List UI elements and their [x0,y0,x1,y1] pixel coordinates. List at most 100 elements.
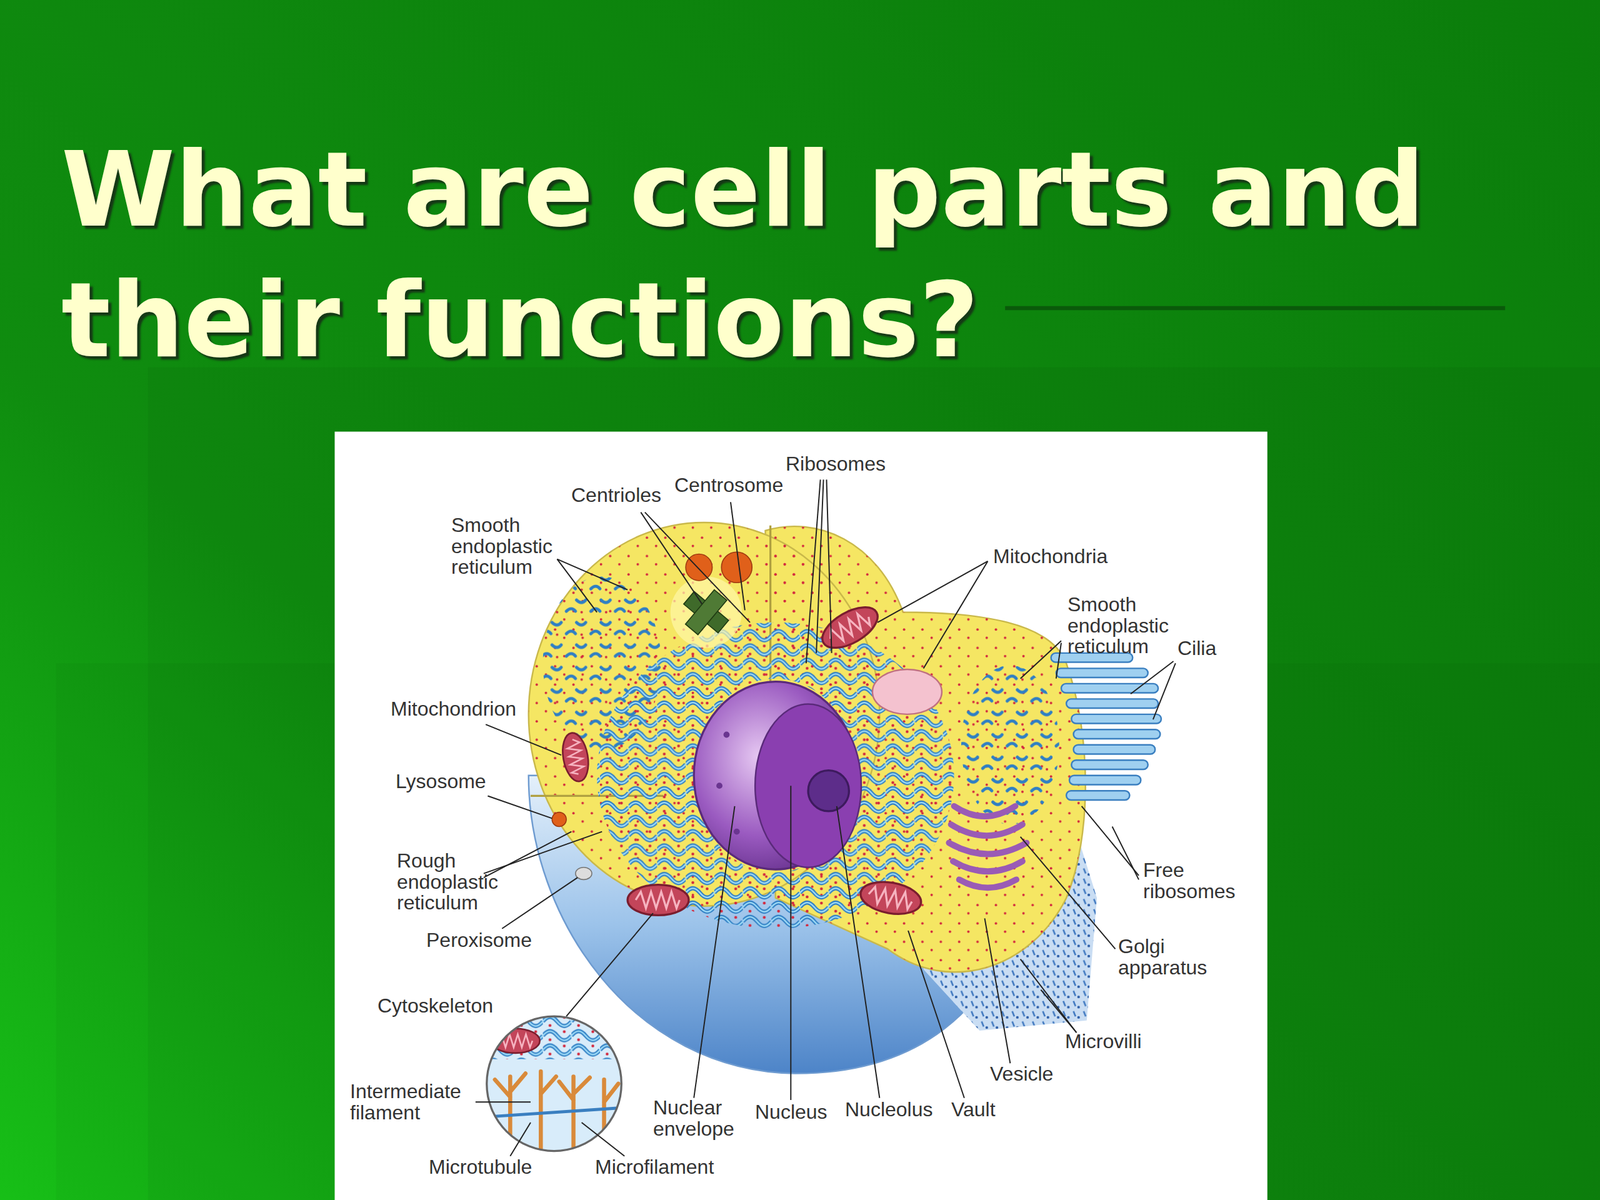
part-label: Microvilli [1065,1031,1142,1053]
part-label: Rough endoplastic reticulum [396,850,499,914]
illustration-part [948,843,1027,855]
illustration-part [1112,826,1139,880]
illustration-part [510,1122,531,1157]
illustration-part [556,559,597,613]
illustration-part [953,861,1023,872]
cell-drawing [528,522,1162,1074]
part-label: Nucleus [755,1101,828,1124]
illustration-part [951,824,1023,836]
illustration-part [730,501,745,610]
illustration-part [816,479,824,654]
illustration-part [877,561,988,623]
illustration-part [1005,306,1505,311]
illustration-part [479,1010,633,1154]
part-label: Centrioles [571,485,662,507]
part-label: Vesicle [990,1063,1054,1085]
illustration-part [815,598,884,656]
part-label: Smooth endoplastic reticulum [1067,594,1169,658]
illustration-part [1061,683,1159,694]
illustration-part [559,730,592,784]
part-label: Peroxisome [426,930,532,952]
part-label: Free ribosomes [1143,860,1236,902]
illustration-part [1066,698,1159,709]
illustration-part [556,559,628,590]
illustration-part [1020,836,1116,950]
illustration-part [486,1016,622,1152]
background-panel [56,308,1600,1200]
illustration-part [954,806,1016,817]
illustration-part [959,879,1017,888]
illustration-part [790,785,792,1100]
illustration-part [566,913,654,1017]
illustration-part [808,770,849,812]
illustration-part [670,576,742,648]
illustration-part [479,1010,633,1059]
illustration-part [755,704,862,868]
illustration-part [1130,661,1174,694]
illustration-part [1153,663,1176,720]
illustration-part [716,782,723,789]
illustration-part [483,831,602,874]
illustration-part [485,724,562,755]
illustration-part [487,795,552,819]
part-label: Intermediate filament [350,1081,462,1124]
illustration-part [479,1106,633,1117]
part-label: Microtubule [428,1156,532,1179]
part-label: Cytoskeleton [377,995,494,1017]
illustration-part [475,1101,531,1103]
illustration-part [693,806,735,1099]
illustration-part [479,1010,633,1154]
part-label: Smooth endoplastic reticulum [451,515,553,579]
part-label: Vault [951,1099,996,1121]
illustration-part [806,479,821,664]
illustration-part [490,1028,540,1054]
illustration-part [826,479,832,654]
part-label: Lysosome [395,771,487,793]
illustration-part [575,867,592,880]
part-label: Nucleolus [845,1099,934,1121]
illustration-part [501,877,578,929]
part-label: Ribosomes [785,453,886,475]
illustration-part [858,877,924,919]
slide-title: What are cell parts and their functions? [61,125,1499,387]
illustration-part [723,731,730,739]
illustration-part [1071,714,1162,724]
illustration-part [1056,668,1149,678]
cytoskeleton-inset [479,1010,633,1154]
illustration-part [1051,653,1162,800]
part-label: Mitochondria [993,546,1108,568]
illustration-part [985,918,1011,1064]
leader-lines [475,479,1176,1156]
illustration-part [733,828,740,835]
illustration-part [1069,775,1141,785]
illustration-part [596,622,954,929]
illustration-part [1073,745,1156,755]
illustration-part [721,551,752,583]
illustration-part [1073,729,1161,739]
illustration-part [551,812,567,827]
illustration-part [581,1122,625,1157]
illustration-part [923,561,989,669]
part-label: Golgi apparatus [1118,936,1207,979]
part-label: Nuclear envelope [653,1097,735,1140]
illustration-part [1071,760,1148,770]
illustration-part [627,885,689,916]
picture-panel [335,431,1268,1200]
illustration-part [559,1076,590,1153]
illustration-part [1020,640,1062,679]
illustration-part [872,669,942,715]
illustration-part [685,590,727,635]
illustration-part [1081,806,1139,876]
illustration-part [1066,790,1130,800]
illustration-part [685,554,712,581]
part-label: Mitochondrion [390,698,517,720]
illustration-part [836,806,880,1099]
illustration-part [948,806,1027,889]
illustration-part [961,665,1060,825]
part-label: Centrosome [674,475,784,497]
part-label: Microfilament [595,1156,714,1179]
part-label: Cilia [1177,638,1217,660]
illustration-part [1056,643,1062,679]
illustration-part [1020,959,1077,1034]
illustration-part [640,512,702,605]
